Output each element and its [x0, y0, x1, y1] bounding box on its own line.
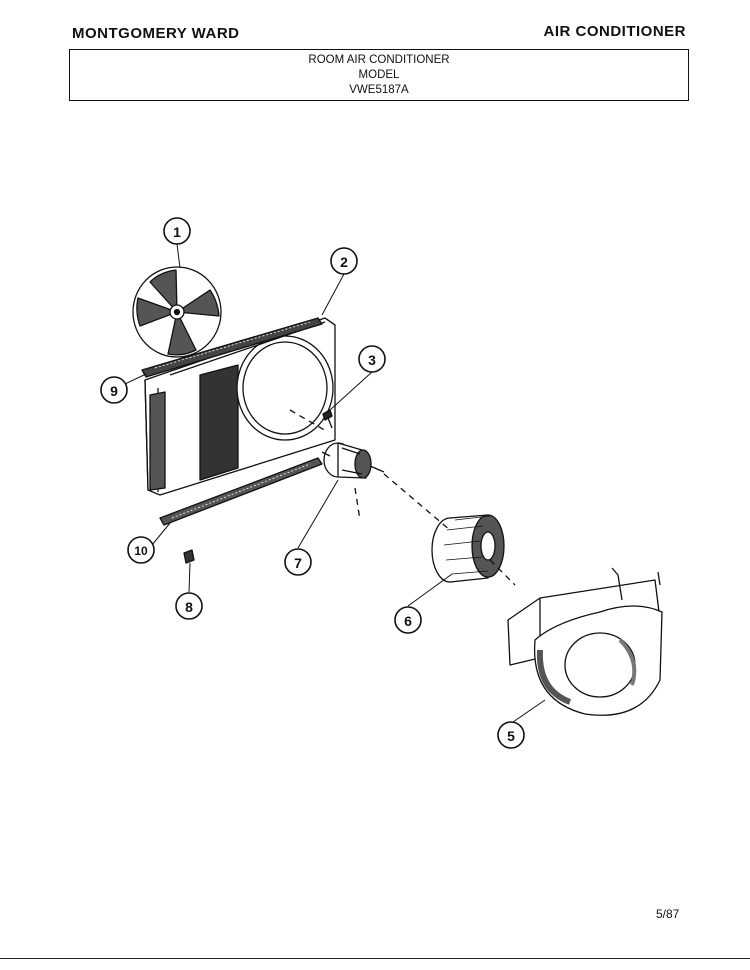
leader-lines [124, 243, 546, 723]
assembly-axis-line [289, 409, 516, 586]
callout-8-label: 8 [185, 599, 193, 615]
fan-blade-part [132, 266, 222, 358]
footer-rule [0, 958, 750, 959]
fan-motor-part [321, 442, 385, 479]
callout-10-label: 10 [134, 544, 148, 558]
revision-date: 5/87 [656, 907, 680, 921]
callout-6-circle [394, 606, 422, 634]
callouts [100, 217, 525, 749]
bracket-strip-bottom-part [159, 457, 323, 526]
callout-3-label: 3 [368, 352, 376, 368]
callout-8-circle [175, 592, 203, 620]
callout-1-circle [163, 217, 191, 245]
callout-9-label: 9 [110, 383, 118, 399]
title-line-product: ROOM AIR CONDITIONER [308, 54, 450, 66]
callout-10-circle [127, 536, 155, 564]
callout-7-label: 7 [294, 555, 302, 571]
blower-wheel-part [431, 514, 505, 583]
brand-name: MONTGOMERY WARD [72, 25, 240, 42]
callout-3-circle [358, 345, 386, 373]
callout-7-circle [284, 548, 312, 576]
title-box: ROOM AIR CONDITIONER MODEL VWE5187A [69, 49, 689, 101]
callout-5-label: 5 [507, 728, 515, 744]
callout-2-circle [330, 247, 358, 275]
title-line-model-label: MODEL [358, 69, 400, 81]
screw-part [322, 409, 333, 429]
clip-part [183, 549, 195, 564]
shroud-panel-part [144, 317, 336, 496]
callout-6-label: 6 [404, 613, 412, 629]
callout-9-circle [100, 376, 128, 404]
callout-1-label: 1 [173, 224, 181, 240]
callout-5-circle [497, 721, 525, 749]
title-line-model-number: VWE5187A [349, 84, 409, 96]
callout-2-label: 2 [340, 254, 348, 270]
product-category: AIR CONDITIONER [543, 23, 686, 40]
blower-housing-part [507, 567, 663, 716]
